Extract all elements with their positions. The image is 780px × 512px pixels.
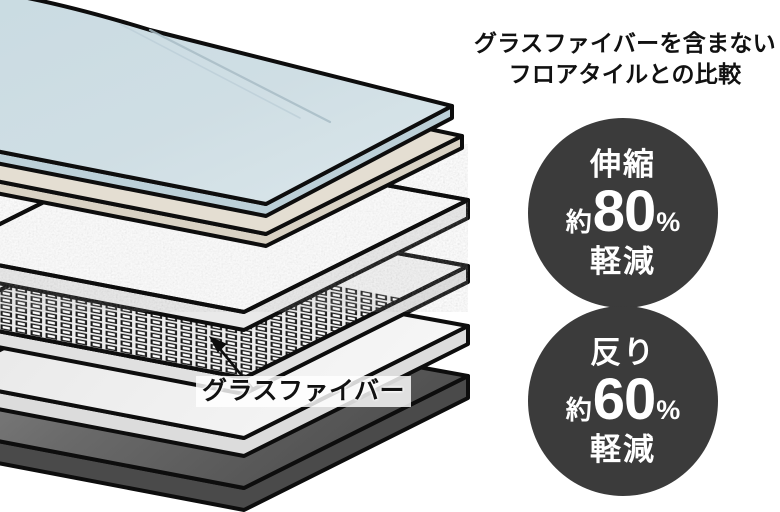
badge-stretch-title: 伸縮	[590, 147, 656, 182]
badge-stretch-value: 約 80 %	[566, 183, 681, 241]
badge-warp-value: 約 60 %	[566, 371, 681, 429]
badge-warp-approx: 約	[565, 395, 592, 425]
exploded-floor-tile-illustration	[0, 0, 470, 512]
fiberglass-callout-label: グラスファイバー	[196, 376, 412, 408]
badge-stretch-percent: %	[656, 207, 681, 237]
badge-warp-subtitle: 軽減	[590, 432, 656, 467]
badge-warp-percent: %	[656, 395, 681, 425]
badge-warp-title: 反り	[590, 335, 656, 370]
comparison-panel: グラスファイバーを含まない フロアタイルとの比較 伸縮 約 80 % 軽減 反り…	[470, 0, 780, 512]
panel-heading: グラスファイバーを含まない フロアタイルとの比較	[470, 28, 780, 90]
heading-line-2: フロアタイルとの比較	[508, 60, 742, 87]
badge-warp-number: 60	[592, 367, 657, 432]
badge-stretch-number: 80	[592, 179, 657, 244]
badge-stretch-approx: 約	[565, 207, 592, 237]
badge-stretch-subtitle: 軽減	[590, 244, 656, 279]
badge-stretch-reduction: 伸縮 約 80 % 軽減	[528, 118, 718, 308]
badge-warp-reduction: 反り 約 60 % 軽減	[528, 306, 718, 496]
heading-line-1: グラスファイバーを含まない	[474, 30, 776, 56]
layer-wear-transparent-blue	[0, 0, 454, 218]
